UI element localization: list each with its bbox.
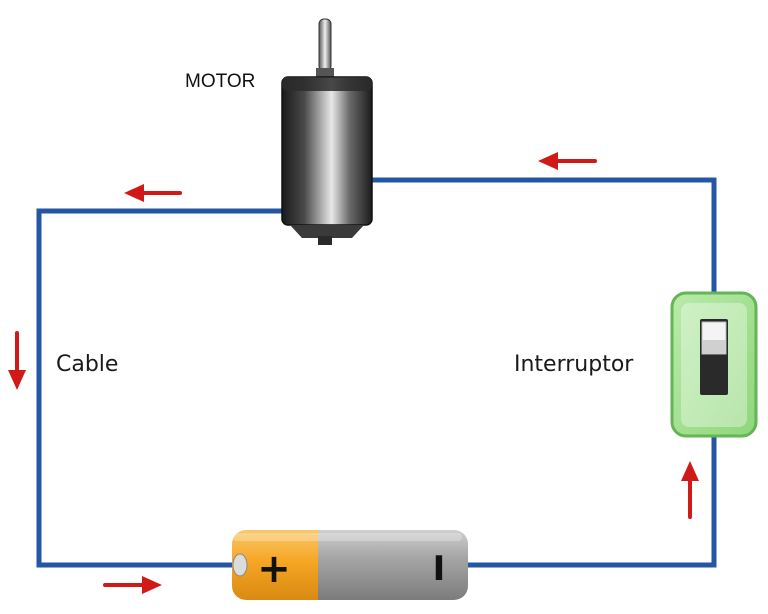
motor-body bbox=[281, 76, 373, 226]
wire-top-right bbox=[372, 177, 717, 294]
arrow-up-right bbox=[681, 461, 699, 519]
cable-label: Cable bbox=[56, 352, 118, 377]
arrow-left-top-right bbox=[538, 152, 597, 170]
battery-negative-label: I bbox=[433, 549, 446, 589]
arrow-left-top bbox=[124, 184, 182, 202]
circuit-wires bbox=[36, 177, 717, 568]
battery-terminal bbox=[232, 553, 248, 577]
battery-positive-label: + bbox=[257, 546, 291, 592]
battery-gray-body bbox=[300, 530, 468, 600]
switch-label: Interruptor bbox=[514, 352, 634, 377]
switch-icon bbox=[670, 291, 758, 438]
motor-shaft bbox=[318, 18, 332, 72]
battery-positive-cap bbox=[232, 530, 314, 600]
current-arrows bbox=[8, 152, 699, 594]
arrow-down-left bbox=[8, 331, 26, 390]
battery-icon bbox=[232, 530, 468, 600]
motor-label: MOTOR bbox=[185, 71, 255, 92]
wire-bottom-right bbox=[466, 436, 717, 568]
wire-left bbox=[36, 208, 282, 568]
motor-icon bbox=[281, 18, 373, 245]
arrow-right-bottom bbox=[103, 576, 162, 594]
